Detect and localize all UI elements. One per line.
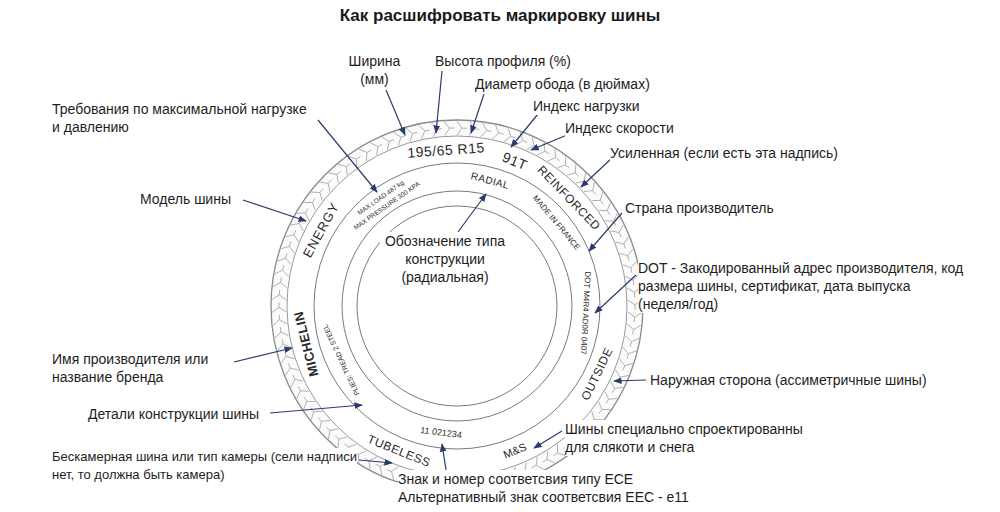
callout-label: Знак и номер соответсвия типу ECE Альтер… xyxy=(398,470,728,506)
tread-block xyxy=(304,198,316,210)
tread-block xyxy=(558,156,570,168)
tread-block xyxy=(584,182,596,194)
leader-arrow xyxy=(359,460,392,463)
tread-block xyxy=(387,467,399,480)
tread-block xyxy=(328,171,340,183)
tread-block xyxy=(275,327,289,338)
rim-hole xyxy=(357,206,557,406)
tread-block xyxy=(382,137,394,150)
tread-block xyxy=(275,265,289,276)
tread-block xyxy=(311,189,323,201)
tread-block xyxy=(273,315,287,326)
leader-arrow xyxy=(234,348,292,362)
leader-arrow xyxy=(386,90,405,135)
tread-block xyxy=(599,402,611,414)
callout-label: Ширина (мм) xyxy=(342,52,407,88)
callout-label: DOT - Закодированный адрес производителя… xyxy=(638,259,968,313)
tread-block xyxy=(553,444,565,455)
tread-block xyxy=(548,149,560,161)
tread-block xyxy=(338,163,350,175)
callout-label: Высота профиля (%) xyxy=(435,52,595,70)
callout-label: Требования по максимальной нагрузке и да… xyxy=(52,100,317,136)
leader-arrow xyxy=(458,194,486,232)
tread-block xyxy=(532,457,544,469)
tread-block xyxy=(592,192,603,204)
tread-block xyxy=(605,392,617,404)
tread-block xyxy=(281,242,294,254)
callout-label: Индекс нагрузки xyxy=(533,97,673,115)
tread-block xyxy=(291,375,304,387)
tread-block xyxy=(625,336,639,347)
tread-block xyxy=(623,261,637,272)
tread-block xyxy=(419,125,430,139)
tread-block xyxy=(504,128,515,141)
tread-block xyxy=(285,230,298,242)
bead-line xyxy=(342,191,572,421)
tread-block xyxy=(326,427,338,439)
tread-block xyxy=(623,347,637,358)
tread-block xyxy=(620,359,633,371)
tread-block xyxy=(277,253,291,264)
tread-block xyxy=(481,123,492,137)
tread-block xyxy=(567,164,579,176)
leader-arrow xyxy=(511,114,538,147)
tread-block xyxy=(281,351,294,363)
tread-block xyxy=(365,457,377,469)
tread-block xyxy=(359,149,371,161)
tread-block xyxy=(394,132,406,145)
callout-label: Диаметр обода (в дюймах) xyxy=(475,75,675,93)
leader-arrow xyxy=(442,444,446,470)
callout-label: Страна производитель xyxy=(625,199,795,217)
callout-label: Имя производителя или название бренда xyxy=(52,350,232,386)
callout-label: Детали конструкции шины xyxy=(88,405,268,423)
callout-label: Индекс скорости xyxy=(565,119,705,137)
tread-block xyxy=(285,363,298,375)
tread-block xyxy=(304,397,316,409)
tread-block xyxy=(620,249,633,261)
tread-block xyxy=(376,462,388,475)
tread-block xyxy=(272,302,286,312)
leader-arrow xyxy=(534,431,562,448)
leader-arrow xyxy=(436,71,442,133)
tread-block xyxy=(320,180,332,192)
tread-block xyxy=(444,121,454,135)
callout-label: Наружная сторона (ассиметричные шины) xyxy=(650,371,950,389)
tread-block xyxy=(291,219,304,231)
sidewall-inner-line xyxy=(314,163,600,449)
tread-block xyxy=(335,436,347,448)
leader-arrow xyxy=(270,405,362,413)
leader-arrow xyxy=(595,275,636,313)
tread-block xyxy=(406,128,418,141)
tread-block xyxy=(348,156,360,167)
leader-arrow xyxy=(531,135,567,150)
leader-arrow xyxy=(614,380,646,381)
callout-label: Модель шины xyxy=(140,190,242,208)
leader-arrow xyxy=(581,158,612,187)
leader-arrow xyxy=(318,120,377,192)
tread-block xyxy=(493,125,504,139)
tread-block xyxy=(599,203,611,215)
tread-block xyxy=(628,312,642,322)
tread-block xyxy=(605,214,617,226)
tread-block xyxy=(272,290,286,300)
callout-label: Усиленная (если есть эта надпись) xyxy=(610,144,880,162)
tread-block xyxy=(457,121,467,135)
callout-label: Обозначение типа конструкции (радиальная… xyxy=(380,232,510,286)
tread-block xyxy=(297,386,309,398)
callout-label: Бескамерная шина или тип камеры (сели на… xyxy=(52,448,357,484)
tread-block xyxy=(611,225,624,237)
leader-arrow xyxy=(471,94,484,133)
leader-arrow xyxy=(243,200,306,221)
tread-block xyxy=(616,237,629,249)
tread-block xyxy=(611,381,624,393)
tread-block xyxy=(318,418,330,430)
tread-block xyxy=(370,143,382,155)
tread-block xyxy=(627,324,641,335)
tread-block xyxy=(273,278,287,289)
diagram-title: Как расшифровать маркировку шины xyxy=(0,6,1000,26)
callout-label: Шины специально спроектированны для сляк… xyxy=(565,420,810,456)
tread-block xyxy=(543,451,555,463)
